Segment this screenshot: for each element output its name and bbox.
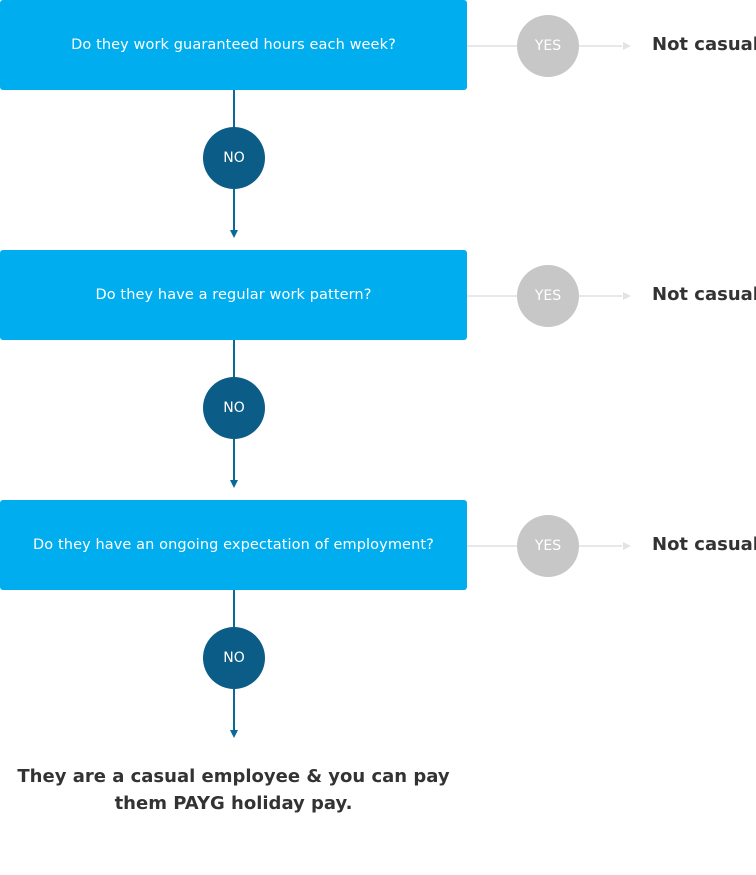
no-label-3: NO (223, 650, 245, 666)
question-1-text: Do they work guaranteed hours each week? (71, 37, 396, 53)
no-arrow-3 (230, 730, 238, 738)
yes-label-1: YES (534, 38, 562, 54)
yes-arrow-1 (623, 42, 631, 50)
yes-outcome-3: Not casual (652, 534, 756, 555)
yes-arrow-3 (623, 542, 631, 550)
yes-circle-2: YES (517, 265, 579, 327)
question-2-text: Do they have a regular work pattern? (95, 287, 372, 303)
no-arrow-1 (230, 230, 238, 238)
yes-outcome-1: Not casual (652, 34, 756, 55)
no-label-2: NO (223, 400, 245, 416)
no-circle-1: NO (203, 127, 265, 189)
question-3-text: Do they have an ongoing expectation of e… (33, 537, 434, 553)
question-box-2: Do they have a regular work pattern? (0, 250, 467, 340)
no-circle-2: NO (203, 377, 265, 439)
yes-circle-3: YES (517, 515, 579, 577)
no-arrow-2 (230, 480, 238, 488)
yes-arrow-2 (623, 292, 631, 300)
final-outcome: They are a casual employee & you can pay… (17, 766, 450, 814)
no-circle-3: NO (203, 627, 265, 689)
yes-label-3: YES (534, 538, 562, 554)
no-label-1: NO (223, 150, 245, 166)
yes-circle-1: YES (517, 15, 579, 77)
question-box-3: Do they have an ongoing expectation of e… (0, 500, 467, 590)
question-box-1: Do they work guaranteed hours each week? (0, 0, 467, 90)
yes-label-2: YES (534, 288, 562, 304)
yes-outcome-2: Not casual (652, 284, 756, 305)
